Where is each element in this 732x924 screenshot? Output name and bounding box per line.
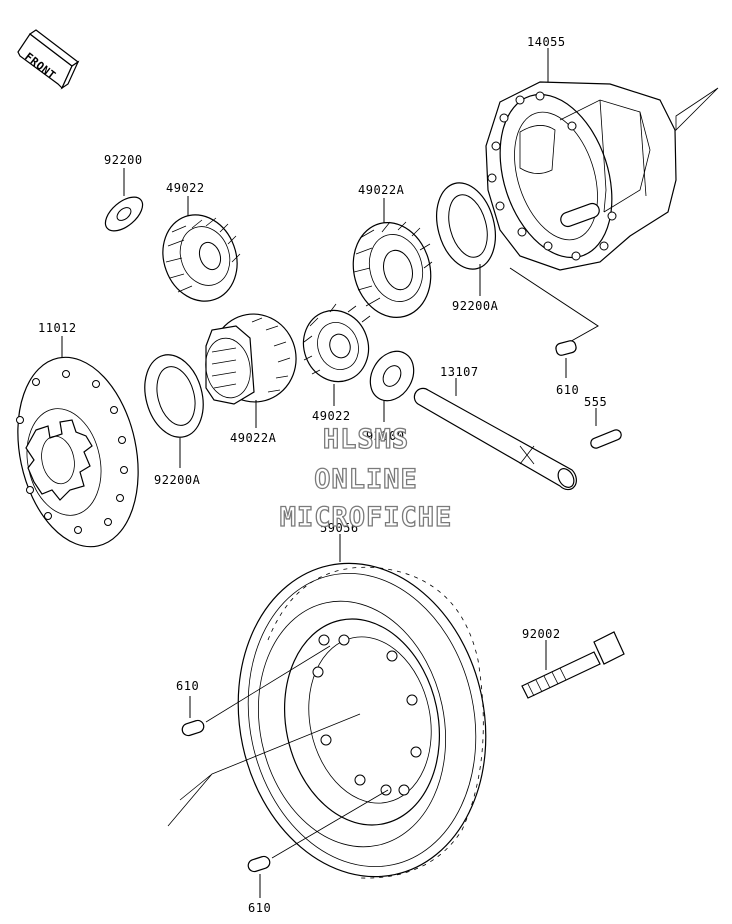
differential-case: 14055: [485, 35, 719, 271]
label-49022A-mid: 49022A: [230, 431, 277, 445]
pin-555: 555: [584, 395, 622, 449]
bolt-92002: 92002: [521, 627, 625, 699]
flange-11012: 11012: [16, 321, 139, 548]
label-59056: 59056: [320, 521, 359, 535]
pinion-gear-49022-mid: 49022: [302, 303, 371, 423]
bevel-gear-49022A-mid: 49022A: [205, 313, 297, 445]
pin-610-bottom: 610: [247, 789, 389, 915]
label-610-left: 610: [176, 679, 199, 693]
label-92002: 92002: [522, 627, 561, 641]
pin-610-top: 610: [555, 340, 579, 397]
bevel-gear-49022-top: 49022: [162, 181, 241, 302]
label-49022A-top: 49022A: [358, 183, 405, 197]
pin-610-left: 610: [176, 645, 331, 737]
bevel-gear-49022A-top: 49022A: [352, 183, 433, 318]
washer-92200A-left: 92200A: [144, 354, 204, 487]
label-92200-mid: 92200: [366, 429, 405, 443]
label-49022-mid: 49022: [312, 409, 351, 423]
pinion-shaft-13107: 13107: [413, 365, 577, 491]
washer-92200-mid: 92200: [366, 350, 415, 443]
label-610-top: 610: [556, 383, 579, 397]
label-610-bottom: 610: [248, 901, 271, 915]
label-92200A-right: 92200A: [452, 299, 499, 313]
watermark-line-2: ONLINE: [314, 464, 418, 495]
label-92200-top: 92200: [104, 153, 143, 167]
watermark-line-1: HLSMS: [323, 424, 409, 455]
label-555: 555: [584, 395, 607, 409]
label-14055: 14055: [527, 35, 566, 49]
label-11012: 11012: [38, 321, 77, 335]
front-arrow-icon: FRONT: [17, 29, 80, 90]
watermark: HLSMS ONLINE MICROFICHE: [279, 423, 453, 533]
label-49022-top: 49022: [166, 181, 205, 195]
ring-gear-59056: 59056: [167, 521, 487, 879]
label-92200A-left: 92200A: [154, 473, 201, 487]
watermark-line-3: MICROFICHE: [280, 502, 453, 533]
label-13107: 13107: [440, 365, 479, 379]
washer-92200A-right: 92200A: [436, 182, 499, 313]
washer-92200-top: 92200: [104, 153, 144, 232]
